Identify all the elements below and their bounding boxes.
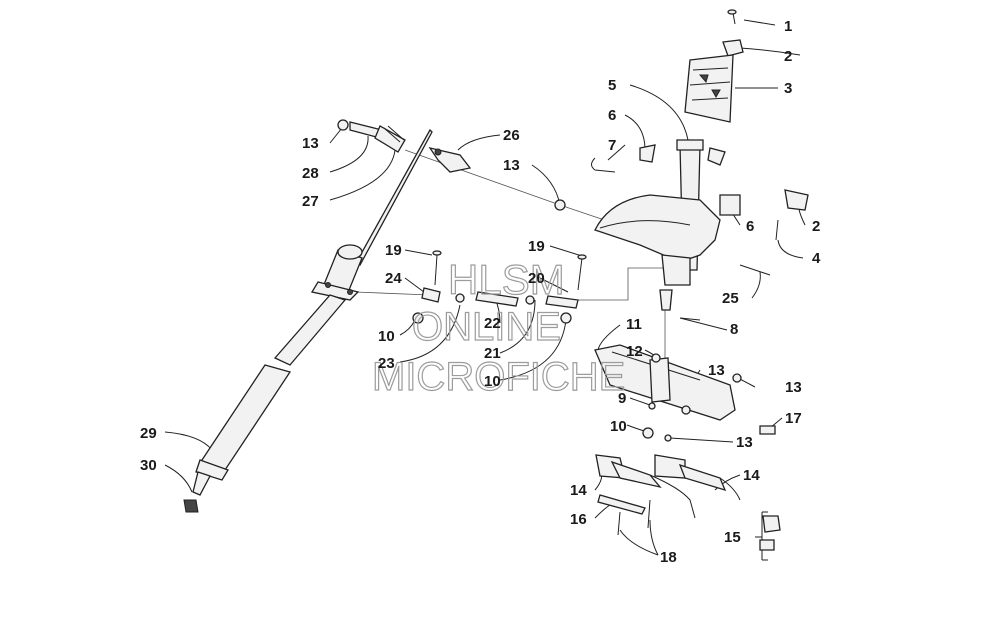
callout-12[interactable]: 12: [626, 343, 643, 360]
callout-13[interactable]: 13: [785, 379, 802, 396]
callout-17[interactable]: 17: [785, 410, 802, 427]
callout-24[interactable]: 24: [385, 270, 402, 287]
hlsm-watermark: HLSM ONLINE MICROFICHE: [371, 255, 626, 399]
callout-10[interactable]: 10: [484, 373, 501, 390]
callout-26[interactable]: 26: [503, 127, 520, 144]
tie-rod-end-left: [337, 119, 406, 153]
tie-rod-assembly: [412, 250, 587, 324]
callout-9[interactable]: 9: [618, 390, 626, 407]
callout-27[interactable]: 27: [302, 193, 319, 210]
callout-10[interactable]: 10: [610, 418, 627, 435]
callout-19[interactable]: 19: [528, 238, 545, 255]
watermark-line-3: MICROFICHE: [372, 355, 625, 399]
callout-18[interactable]: 18: [660, 549, 677, 566]
lower-yoke: [594, 344, 776, 442]
steering-housing: [594, 194, 771, 321]
callout-14[interactable]: 14: [743, 467, 760, 484]
callout-23[interactable]: 23: [378, 355, 395, 372]
switch-assemblies: [595, 454, 781, 551]
callout-4[interactable]: 4: [812, 250, 821, 267]
callout-5[interactable]: 5: [608, 77, 616, 94]
callout-19[interactable]: 19: [385, 242, 402, 259]
callout-13[interactable]: 13: [302, 135, 319, 152]
bracket-26: [428, 146, 566, 211]
callout-6[interactable]: 6: [608, 107, 616, 124]
callout-13[interactable]: 13: [503, 157, 520, 174]
callout-28[interactable]: 28: [302, 165, 319, 182]
callout-20[interactable]: 20: [528, 270, 545, 287]
callout-22[interactable]: 22: [484, 315, 501, 332]
callout-30[interactable]: 30: [140, 457, 157, 474]
callout-1[interactable]: 1: [784, 18, 792, 35]
watermark-line-2: ONLINE: [412, 305, 561, 349]
callout-14[interactable]: 14: [570, 482, 587, 499]
watermark-line-1: HLSM: [448, 256, 565, 303]
callout-11[interactable]: 11: [626, 316, 642, 333]
callout-3[interactable]: 3: [784, 80, 792, 97]
callout-13[interactable]: 13: [736, 434, 753, 451]
callout-labels: 1 2 3 5 6 7 6 2 4 13 28 27 26 13 19 24 1…: [140, 18, 821, 566]
callout-2[interactable]: 2: [812, 218, 820, 235]
callout-13[interactable]: 13: [708, 362, 725, 379]
callout-7[interactable]: 7: [608, 137, 616, 154]
callout-25[interactable]: 25: [722, 290, 739, 307]
callout-21[interactable]: 21: [484, 345, 501, 362]
callout-16[interactable]: 16: [570, 511, 587, 528]
callout-29[interactable]: 29: [140, 425, 157, 442]
callout-8[interactable]: 8: [730, 321, 738, 338]
callout-15[interactable]: 15: [724, 529, 741, 546]
steering-shaft: [183, 128, 433, 513]
handlebar-clamp: [684, 9, 744, 123]
callout-10[interactable]: 10: [378, 328, 395, 345]
callout-6[interactable]: 6: [746, 218, 754, 235]
callout-2[interactable]: 2: [784, 48, 792, 65]
